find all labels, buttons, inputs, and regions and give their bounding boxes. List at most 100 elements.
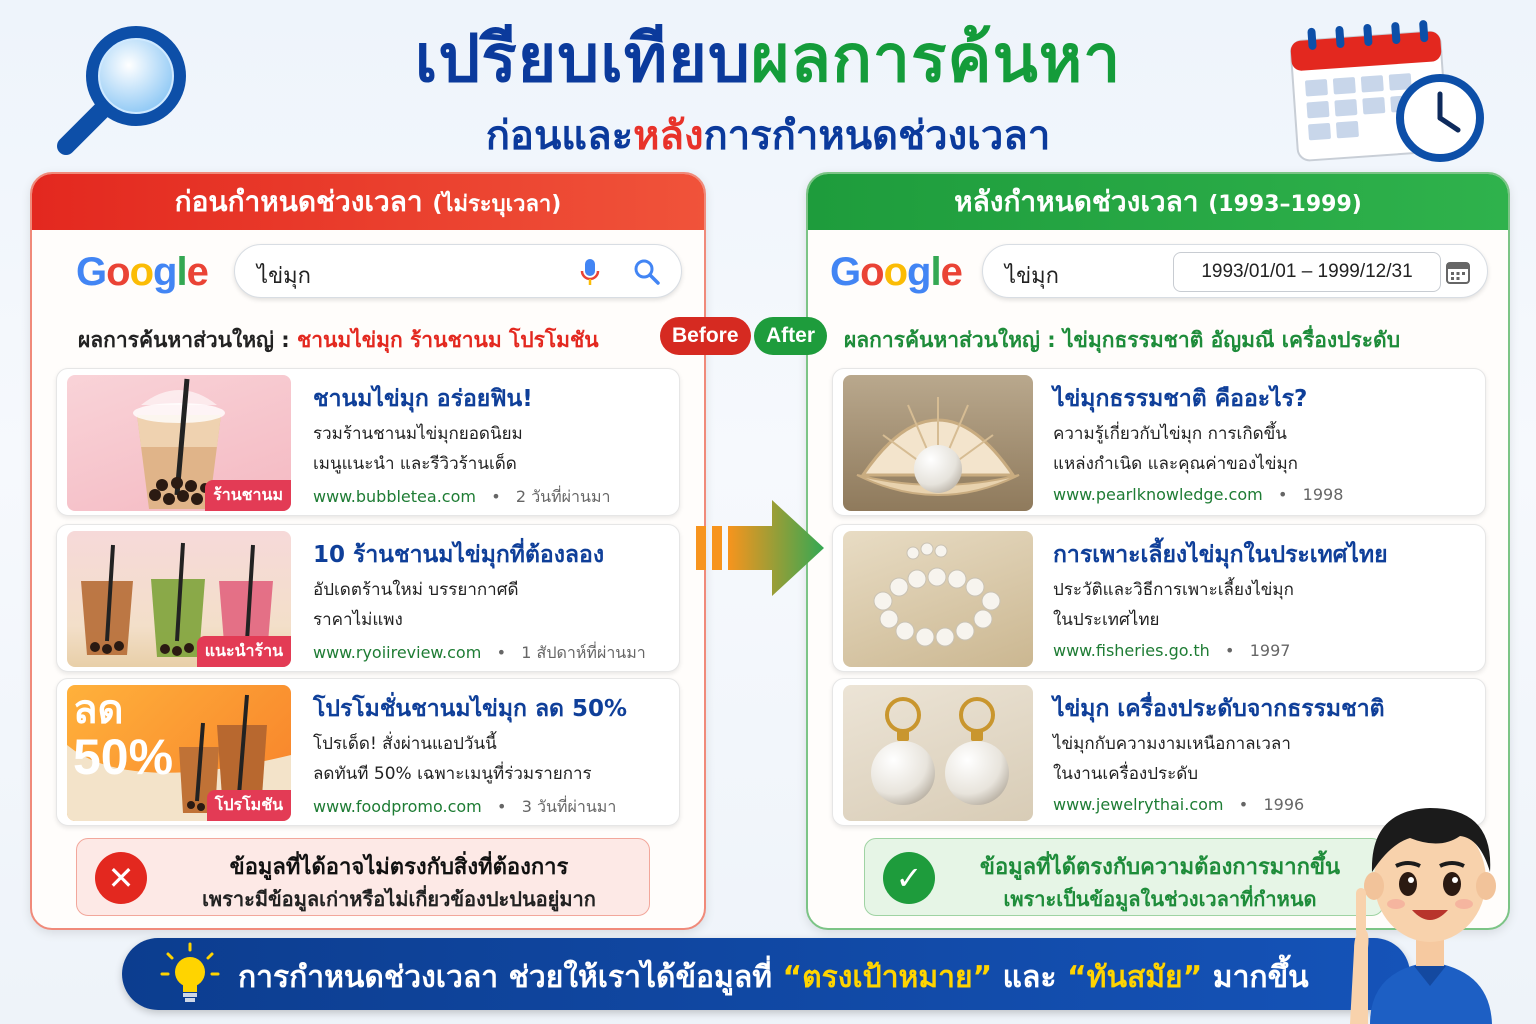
result-desc-line: ในงานเครื่องประดับ (1053, 764, 1199, 784)
result-description: รวมร้านชานมไข่มุกยอดนิยม เมนูแนะนำ และรี… (313, 419, 523, 479)
result-date: 2 วันที่ผ่านมา (515, 487, 611, 506)
result-title[interactable]: 10 ร้านชานมไข่มุกที่ต้องลอง (313, 542, 605, 568)
google-logo-letter: o (129, 250, 154, 294)
search-icon[interactable] (633, 258, 661, 286)
before-note: ✕ ข้อมูลที่ได้อาจไม่ตรงกับสิ่งที่ต้องการ… (76, 838, 650, 916)
result-desc-line: ราคาไม่แพง (313, 610, 403, 630)
result-card[interactable]: การเพาะเลี้ยงไข่มุกในประเทศไทย ประวัติแล… (832, 524, 1486, 672)
before-panel: ก่อนกำหนดช่วงเวลา (ไม่ระบุเวลา) Google ไ… (30, 172, 706, 930)
google-logo: Google (830, 250, 963, 295)
search-query: ไข่มุก (257, 264, 311, 289)
after-header-note: (1993–1999) (1208, 192, 1362, 217)
result-description: อัปเดตร้านใหม่ บรรยากาศดี ราคาไม่แพง (313, 575, 519, 635)
note-line-2: เพราะเป็นข้อมูลในช่วงเวลาที่กำหนด (1003, 887, 1317, 911)
boy-character (1350, 808, 1496, 1024)
page-subtitle: ก่อนและหลังการกำหนดช่วงเวลา (0, 112, 1536, 160)
result-card[interactable]: แนะนำร้าน 10 ร้านชานมไข่มุกที่ต้องลอง อั… (56, 524, 680, 672)
result-card[interactable]: ไข่มุกธรรมชาติ คืออะไร? ความรู้เกี่ยวกับ… (832, 368, 1486, 516)
result-card[interactable]: ลด 50% โปรโมชัน โปรโมชั่นชานมไข่มุก ลด 5… (56, 678, 680, 826)
result-url[interactable]: www.fisheries.go.th (1053, 641, 1210, 660)
result-description: โปรเด็ด! สั่งผ่านแอปวันนี้ ลดทันที 50% เ… (313, 729, 592, 789)
promo-badge: ลด 50% (73, 689, 173, 784)
result-url[interactable]: www.pearlknowledge.com (1053, 485, 1263, 504)
result-date: 1998 (1302, 485, 1344, 504)
result-description: ประวัติและวิธีการเพาะเลี้ยงไข่มุก ในประเ… (1053, 575, 1294, 635)
result-url-row: www.ryoiireview.com • 1 สัปดาห์ที่ผ่านมา (313, 643, 646, 662)
pearl-bracelet-image (843, 531, 1033, 667)
google-logo-letter: o (106, 250, 130, 294)
result-title[interactable]: การเพาะเลี้ยงไข่มุกในประเทศไทย (1053, 542, 1388, 568)
before-pill: Before (660, 317, 751, 355)
google-logo-letter: l (176, 250, 187, 294)
microphone-icon[interactable] (579, 258, 601, 286)
before-search-row: Google ไข่มุก (32, 244, 704, 300)
result-tag: แนะนำร้าน (196, 636, 291, 667)
after-header-title: หลังกำหนดช่วงเวลา (954, 185, 1199, 218)
banner-part: มากขึ้น (1202, 960, 1309, 995)
result-url-row: www.fisheries.go.th • 1997 (1053, 641, 1291, 660)
result-title[interactable]: ชานมไข่มุก อร่อยฟิน! (313, 386, 533, 412)
before-summary-value: ชานมไข่มุก ร้านชานม โปรโมชัน (296, 328, 599, 352)
banner-part: และ (992, 960, 1067, 995)
after-panel: หลังกำหนดช่วงเวลา (1993–1999) Google ไข่… (806, 172, 1510, 930)
result-date: 1 สัปดาห์ที่ผ่านมา (521, 643, 646, 662)
note-line-1: ข้อมูลที่ได้อาจไม่ตรงกับสิ่งที่ต้องการ (229, 855, 569, 880)
after-search-input[interactable]: ไข่มุก 1993/01/01 – 1999/12/31 (982, 244, 1488, 298)
google-logo: Google (76, 250, 209, 295)
promo-image: ลด 50% โปรโมชัน (67, 685, 291, 821)
search-query: ไข่มุก (1005, 264, 1059, 289)
title-part-results: ผลการค้นหา (750, 20, 1122, 97)
google-logo-letter: g (907, 250, 931, 294)
result-description: ความรู้เกี่ยวกับไข่มุก การเกิดขึ้น แหล่ง… (1053, 419, 1298, 479)
google-logo-letter: e (940, 250, 963, 294)
banner-highlight-modern: “ทันสมัย” (1066, 960, 1203, 995)
result-description: ไข่มุกกับความงามเหนือกาลเวลา ในงานเครื่อ… (1053, 729, 1291, 789)
promo-text-line: 50% (73, 729, 174, 785)
result-card[interactable]: ร้านชานม ชานมไข่มุก อร่อยฟิน! รวมร้านชาน… (56, 368, 680, 516)
bubble-tea-cups-image: แนะนำร้าน (67, 531, 291, 667)
result-url-row: www.bubbletea.com • 2 วันที่ผ่านมา (313, 487, 611, 506)
google-logo-letter: g (153, 250, 177, 294)
bottom-banner: การกำหนดช่วงเวลา ช่วยให้เราได้ข้อมูลที่ … (122, 938, 1410, 1010)
result-url-row: www.foodpromo.com • 3 วันที่ผ่านมา (313, 797, 617, 816)
check-circle-icon: ✓ (883, 852, 935, 904)
result-desc-line: ไข่มุกกับความงามเหนือกาลเวลา (1053, 734, 1291, 754)
bubble-tea-image: ร้านชานม (67, 375, 291, 511)
calendar-clock-icon (1290, 20, 1484, 162)
result-url[interactable]: www.ryoiireview.com (313, 643, 482, 662)
x-circle-icon: ✕ (95, 852, 147, 904)
title-part-compare: เปรียบเทียบ (414, 20, 751, 97)
result-date: 1997 (1249, 641, 1291, 660)
result-date: 3 วันที่ผ่านมา (521, 797, 617, 816)
result-url[interactable]: www.foodpromo.com (313, 797, 482, 816)
subtitle-part-3: การกำหนดช่วงเวลา (703, 113, 1051, 159)
result-url[interactable]: www.bubbletea.com (313, 487, 476, 506)
result-desc-line: แหล่งกำเนิด และคุณค่าของไข่มุก (1053, 454, 1298, 474)
result-desc-line: ความรู้เกี่ยวกับไข่มุก การเกิดขึ้น (1053, 424, 1287, 444)
google-logo-letter: o (860, 250, 884, 294)
before-search-input[interactable]: ไข่มุก (234, 244, 682, 298)
result-desc-line: โปรเด็ด! สั่งผ่านแอปวันนี้ (313, 734, 497, 754)
google-logo-letter: e (186, 250, 209, 294)
result-desc-line: ในประเทศไทย (1053, 610, 1160, 630)
result-card[interactable]: ไข่มุก เครื่องประดับจากธรรมชาติ ไข่มุกกั… (832, 678, 1486, 826)
after-pill: After (754, 317, 828, 355)
result-title[interactable]: ไข่มุกธรรมชาติ คืออะไร? (1053, 386, 1308, 412)
promo-text-line: ลด (73, 688, 124, 732)
subtitle-part-1: ก่อนและ (485, 113, 634, 159)
calendar-icon[interactable] (1445, 259, 1471, 285)
result-date: 1996 (1263, 795, 1305, 814)
after-panel-header: หลังกำหนดช่วงเวลา (1993–1999) (808, 174, 1508, 230)
date-range-field[interactable]: 1993/01/01 – 1999/12/31 (1173, 252, 1441, 292)
before-summary-label: ผลการค้นหาส่วนใหญ่ : (78, 328, 290, 352)
result-title[interactable]: ไข่มุก เครื่องประดับจากธรรมชาติ (1053, 696, 1385, 722)
result-url-row: www.jewelrythai.com • 1996 (1053, 795, 1305, 814)
note-line-2: เพราะมีข้อมูลเก่าหรือไม่เกี่ยวข้องปะปนอย… (202, 887, 596, 911)
result-url-row: www.pearlknowledge.com • 1998 (1053, 485, 1344, 504)
google-logo-letter: o (883, 250, 908, 294)
result-tag: โปรโมชัน (206, 790, 291, 821)
result-tag: ร้านชานม (205, 480, 291, 511)
result-url[interactable]: www.jewelrythai.com (1053, 795, 1224, 814)
result-title[interactable]: โปรโมชั่นชานมไข่มุก ลด 50% (313, 696, 628, 722)
arrow-right-icon (696, 500, 824, 596)
